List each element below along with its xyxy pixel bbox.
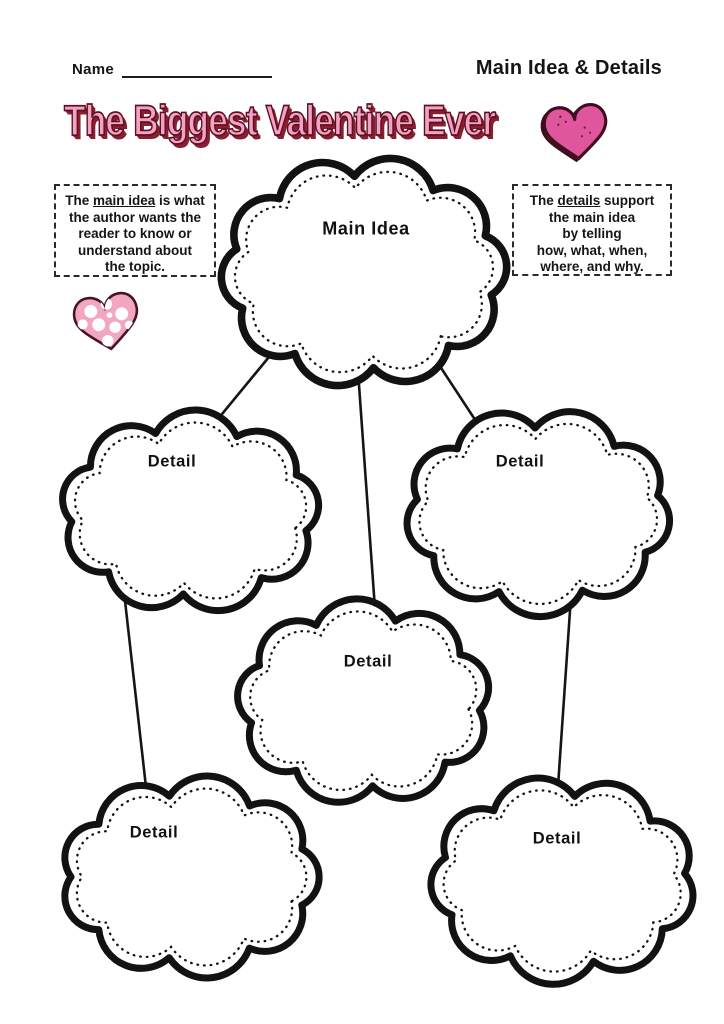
detail-cloud-5-dotted-border xyxy=(442,789,682,973)
detail-cloud-4 xyxy=(61,772,323,982)
definition-line: the main idea xyxy=(548,209,636,225)
detail-cloud-4-label: Detail xyxy=(129,823,179,842)
clouds xyxy=(59,154,697,988)
page-title: The Biggest Valentine Ever xyxy=(63,96,497,146)
detail-cloud-5-label: Detail xyxy=(532,829,582,848)
polka-dot-heart-icon xyxy=(72,291,139,351)
connector-main-to-detail-3 xyxy=(355,356,379,638)
detail-cloud-4-dotted-border xyxy=(75,787,308,967)
text-segment: is what xyxy=(155,193,205,208)
detail-cloud-3-dotted-border xyxy=(249,610,478,792)
definition-line: reader to know or xyxy=(78,226,192,241)
detail-cloud-1-dotted-border xyxy=(73,421,308,600)
definition-line: The main idea is what xyxy=(60,193,210,210)
details-definition-box: The details support the main idea by tel… xyxy=(512,184,672,276)
term-details: details xyxy=(557,193,601,208)
detail-cloud-2 xyxy=(403,408,674,621)
detail-cloud-3-label: Detail xyxy=(343,652,393,671)
text-segment: The xyxy=(65,193,93,208)
text-segment: The xyxy=(529,193,558,208)
definition-line: how, what, when, xyxy=(536,242,648,258)
detail-cloud-3 xyxy=(234,595,493,806)
detail-cloud-5 xyxy=(427,774,697,988)
detail-cloud-2-label: Detail xyxy=(495,452,545,471)
detail-cloud-2-dotted-border xyxy=(418,422,659,606)
scribble-heart-icon xyxy=(540,103,608,162)
definition-line: understand about xyxy=(78,242,192,258)
definition-line: the topic. xyxy=(105,259,165,274)
connector-detail-1-to-detail-4 xyxy=(121,582,149,797)
detail-cloud-1 xyxy=(59,406,323,615)
name-label: Name xyxy=(72,61,115,78)
heart-shape xyxy=(542,103,608,161)
definition-line: the author wants the xyxy=(68,209,201,225)
text-segment: support xyxy=(600,193,655,208)
name-blank-line xyxy=(122,60,273,78)
heart-polka-dots xyxy=(77,298,134,347)
main-idea-cloud xyxy=(217,154,511,390)
main-idea-cloud-label: Main Idea xyxy=(322,218,410,239)
detail-cloud-1-label: Detail xyxy=(147,452,197,471)
definition-line: The details support xyxy=(518,193,666,210)
definition-line: by telling xyxy=(562,226,622,241)
heart-speckles xyxy=(557,115,592,138)
term-main-idea: main idea xyxy=(92,193,156,208)
name-row: Name xyxy=(72,60,273,78)
worksheet-type-heading: Main Idea & Details xyxy=(475,57,662,79)
main-idea-definition-box: The main idea is what the author wants t… xyxy=(54,184,216,277)
main-idea-cloud-dotted-border xyxy=(233,170,495,374)
definition-line: where, and why. xyxy=(540,259,644,274)
